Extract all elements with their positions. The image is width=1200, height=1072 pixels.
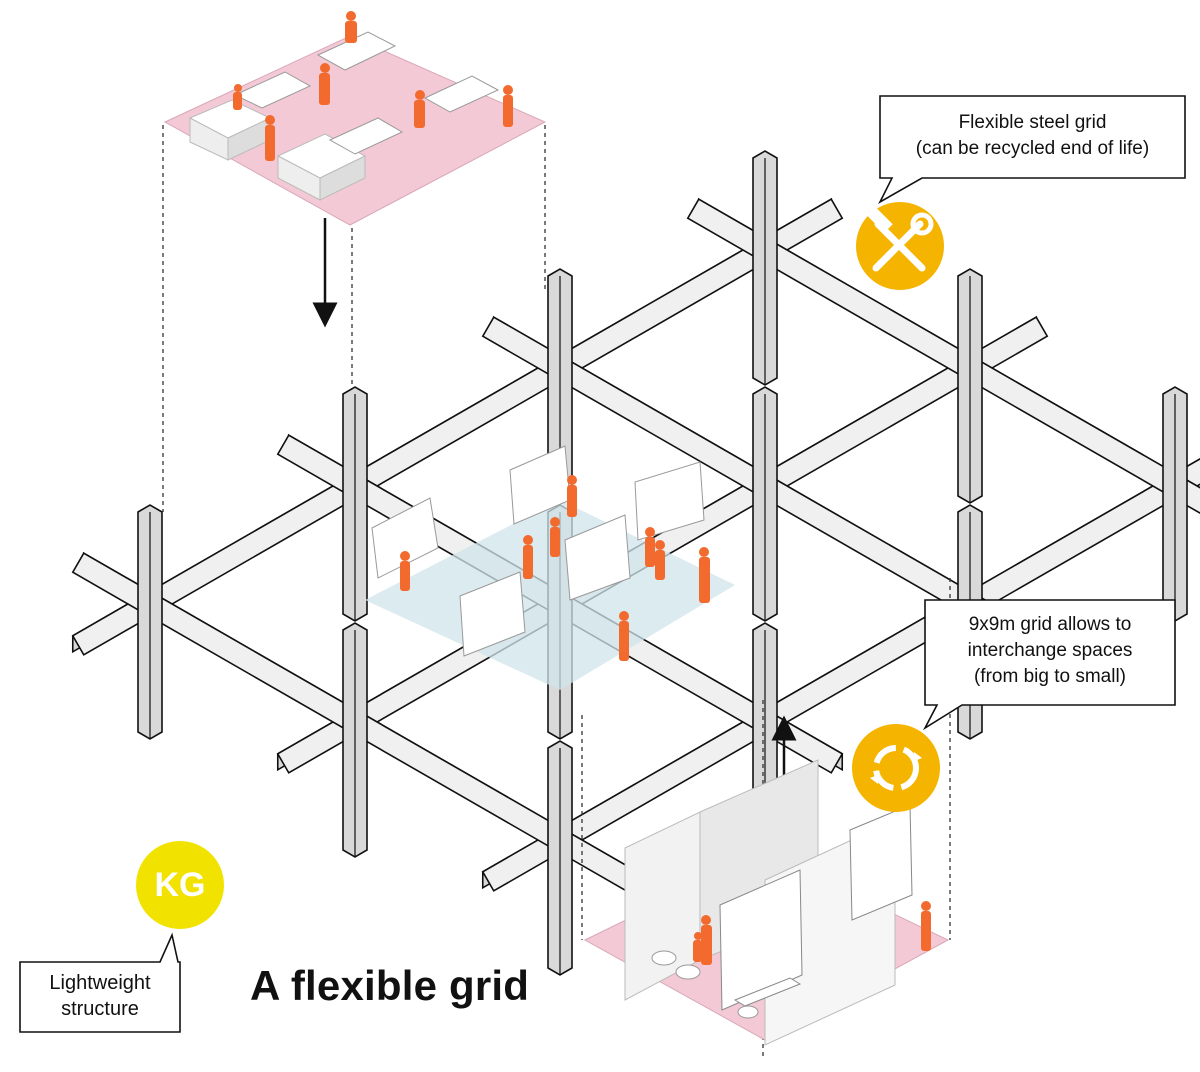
- lightweight-callout-text: Lightweight structure: [22, 970, 178, 1022]
- beam-j-3: [686, 198, 1200, 515]
- kg-badge-label: KG: [154, 866, 206, 904]
- recycle-arrows-icon: [870, 745, 922, 791]
- lightweight-callout: [19, 932, 181, 1033]
- steel-grid-callout: [878, 95, 1186, 205]
- grid-size-line-1: 9x9m grid allows to: [968, 614, 1132, 635]
- tools-badge: [856, 202, 944, 290]
- grid-size-callout: [922, 599, 1176, 731]
- grid-size-line-2: interchange spaces: [967, 640, 1133, 661]
- steel-grid-callout-text: Flexible steel grid (can be recycled end…: [882, 110, 1183, 162]
- lightweight-line-1: Lightweight: [49, 972, 151, 994]
- steel-grid-line-2: (can be recycled end of life): [915, 138, 1150, 159]
- lightweight-line-2: structure: [61, 998, 139, 1020]
- steel-grid-line-1: Flexible steel grid: [958, 112, 1107, 133]
- grid-size-line-3: (from big to small): [973, 666, 1127, 687]
- diagram-title: A flexible grid: [250, 962, 530, 1009]
- projection-lines-top: [162, 125, 546, 512]
- grid-size-callout-text: 9x9m grid allows to interchange spaces (…: [927, 612, 1173, 690]
- blue-floor-middle: [365, 500, 735, 690]
- cycle-badge: [852, 724, 940, 812]
- kg-badge: [136, 841, 224, 929]
- beam-i-0: [71, 198, 844, 656]
- bottom-floor-module: [583, 759, 950, 1046]
- middle-floor-module: [365, 445, 735, 690]
- top-floor-module: [163, 11, 547, 226]
